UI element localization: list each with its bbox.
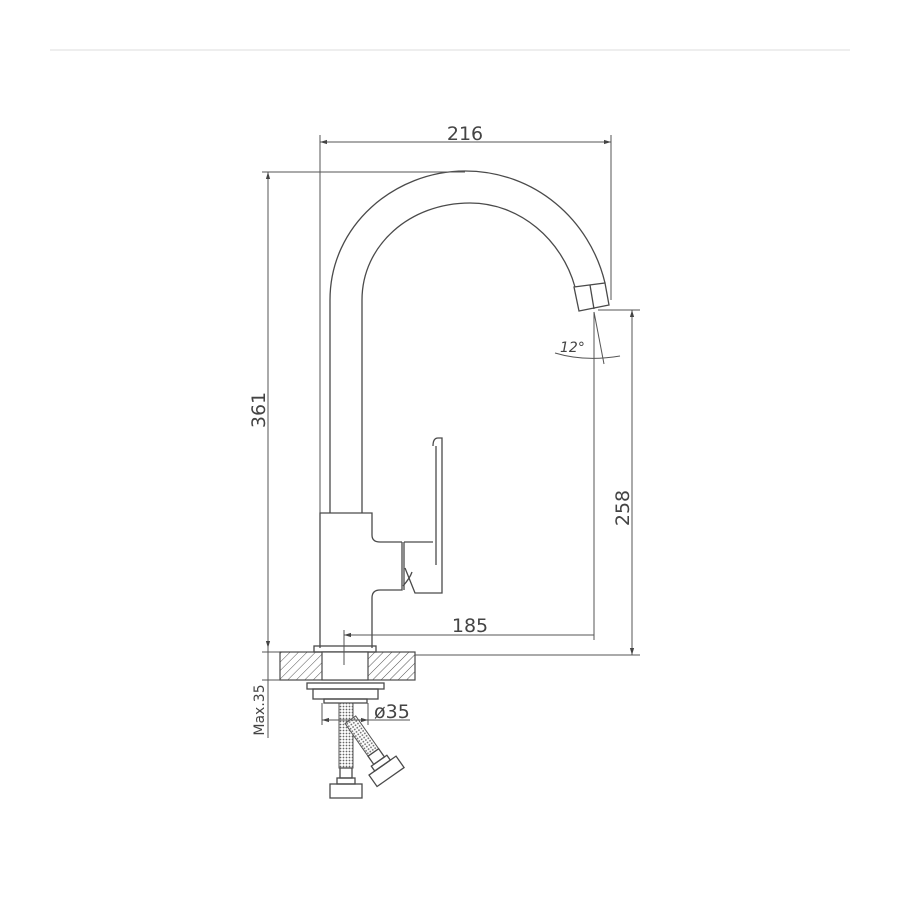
faucet-body	[319, 512, 405, 648]
spout	[329, 170, 610, 513]
dim-185: 185	[452, 615, 488, 637]
counter-mount	[279, 630, 416, 704]
dim-max-35: Max.35	[252, 684, 268, 735]
handle-lever	[402, 437, 443, 594]
dim-216: 216	[447, 123, 483, 145]
dim-diameter-35: ø35	[374, 701, 410, 723]
dim-angle: 12°	[560, 340, 585, 356]
dimension-lines	[262, 135, 640, 738]
dim-361: 361	[248, 392, 270, 428]
dim-258: 258	[612, 490, 634, 526]
